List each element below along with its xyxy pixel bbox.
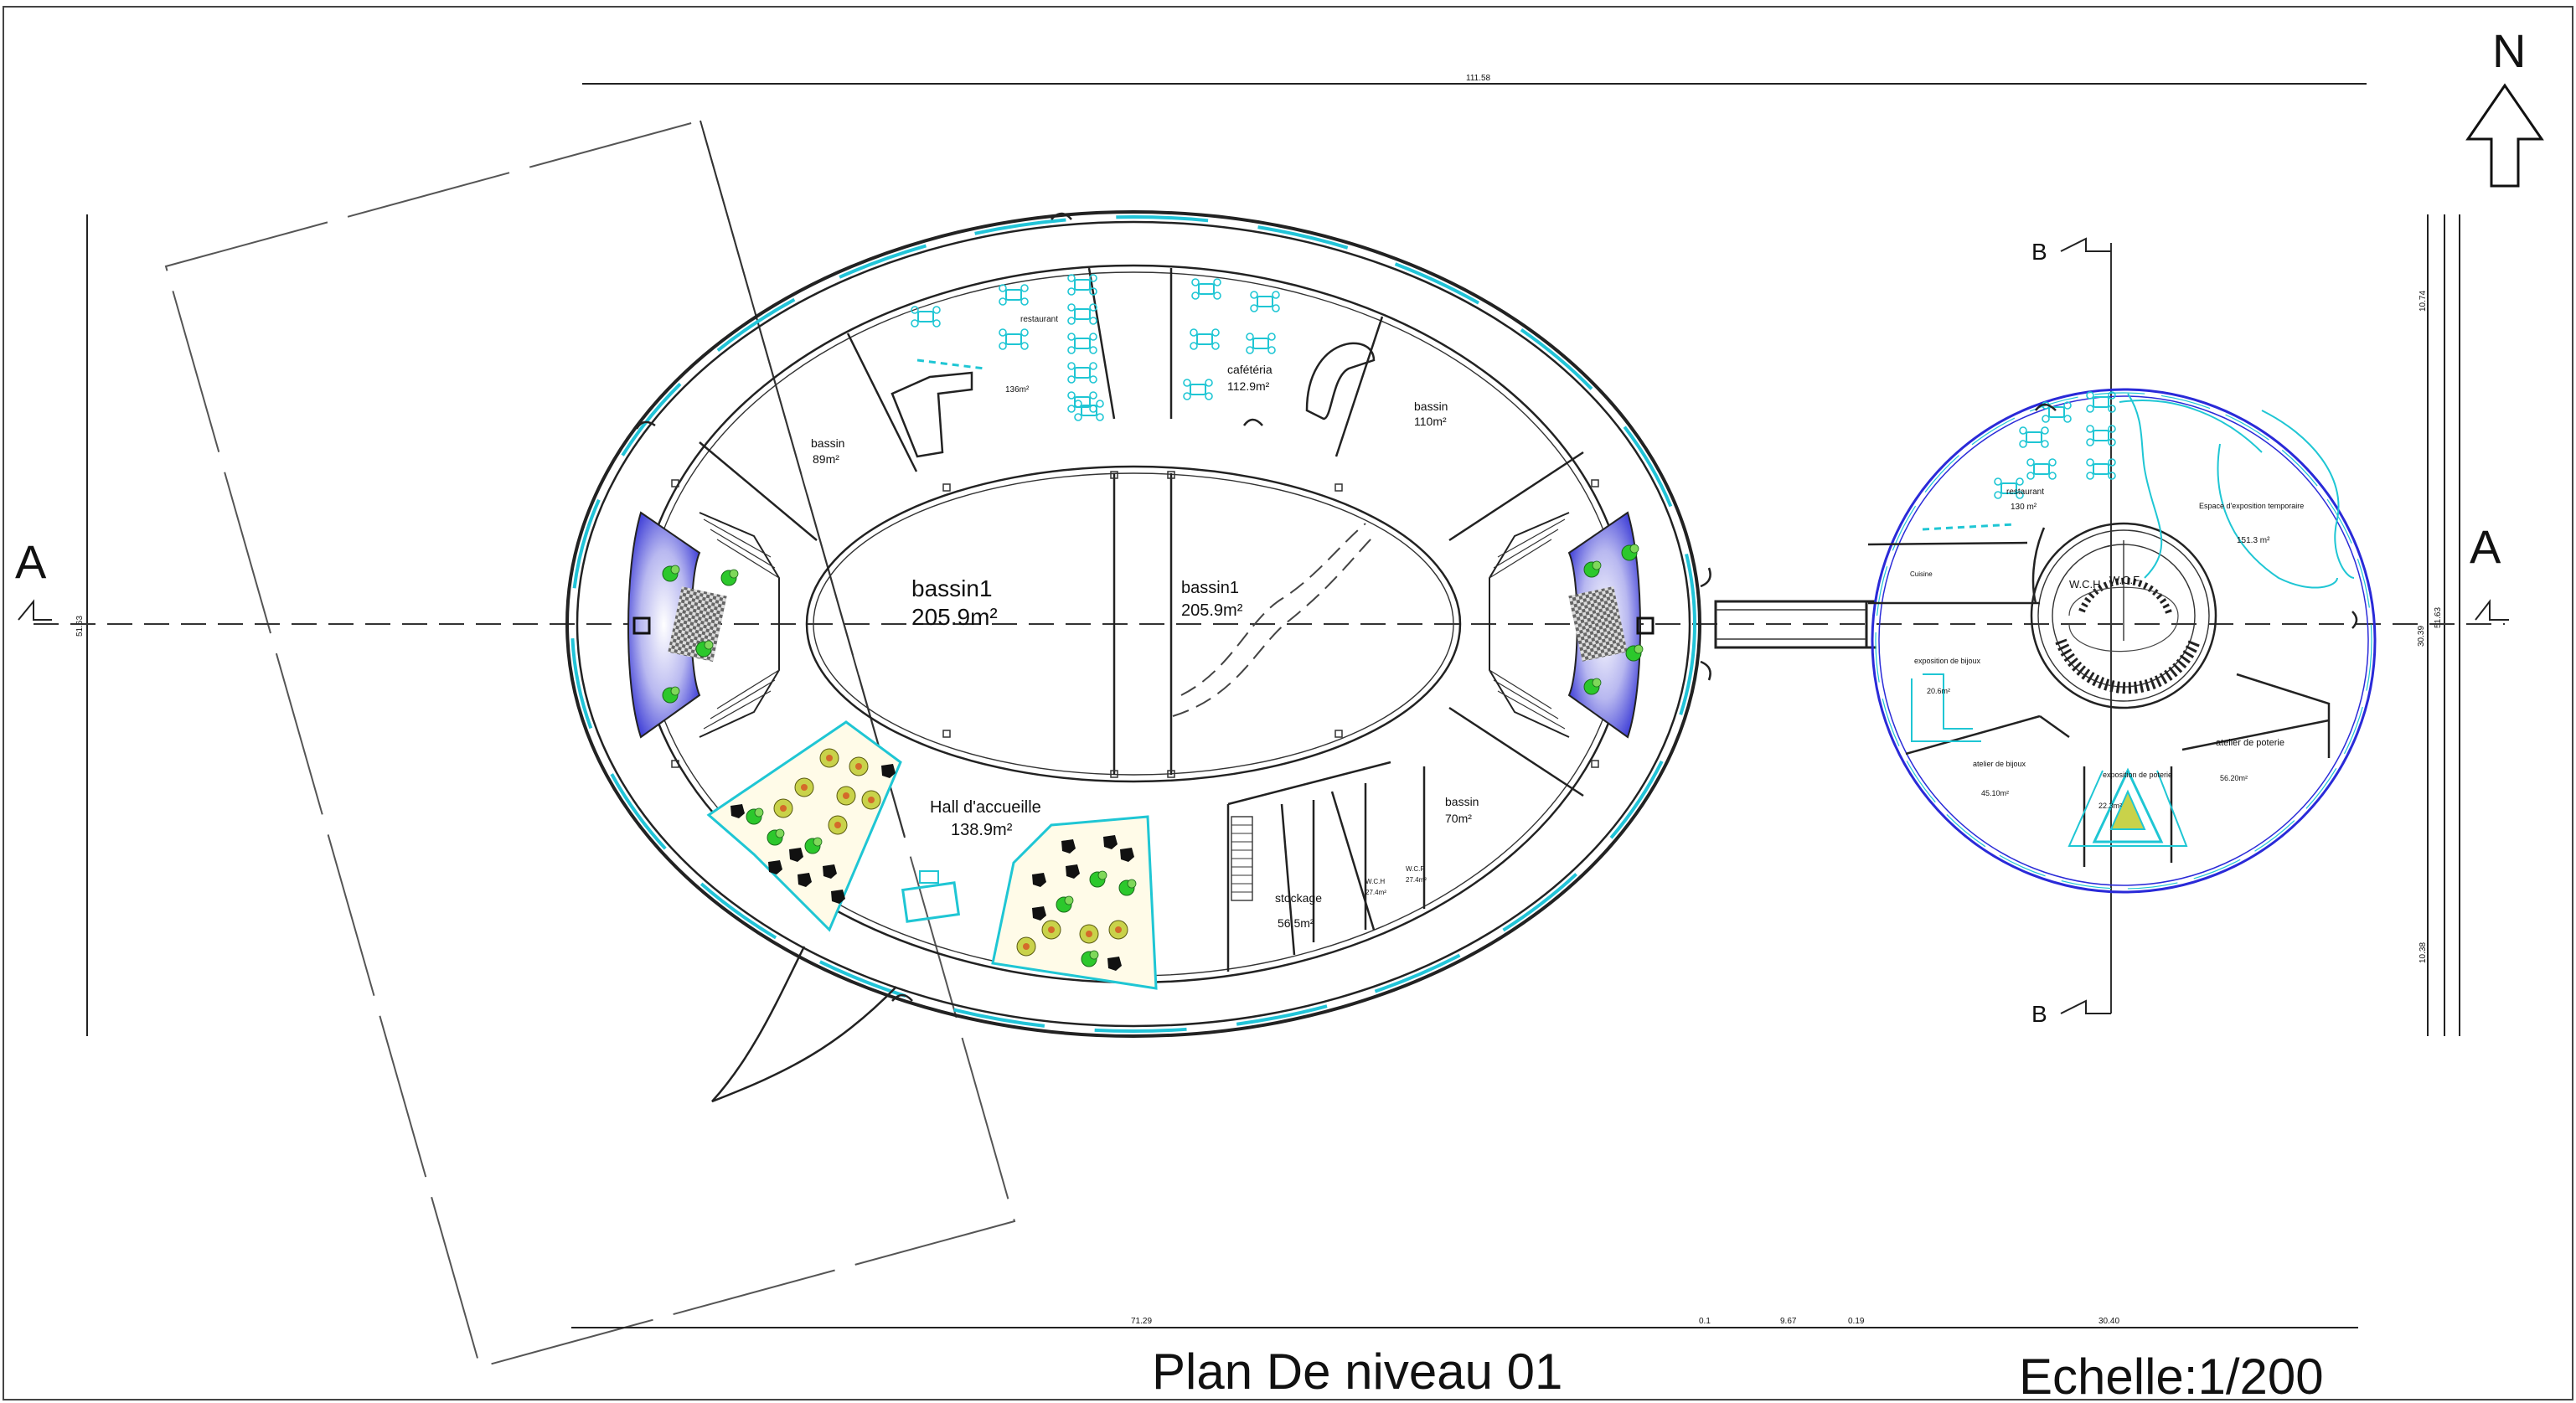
bassin-west-name: bassin [811,436,844,450]
dim-right-top: 10.74 [2419,291,2428,312]
wc-h-area: 27.4m² [1365,889,1386,896]
annex-bijoux-expo-area: 20.6m² [1927,687,1950,695]
svg-text:A: A [15,535,47,588]
wc-f-area: 27.4m² [1406,876,1427,884]
dim-bottom-link: 9.67 [1780,1317,1797,1326]
stockage-stair [1231,816,1253,901]
drawing-title: Plan De niveau 01 [1152,1344,1562,1400]
restaurant-area: 136m² [1005,385,1030,395]
drawing-scale: Echelle:1/200 [2019,1349,2324,1403]
cafeteria-area: 112.9m² [1227,379,1270,393]
walkway [1714,600,1877,649]
page-frame [3,6,2573,1400]
north-arrow: N [2465,24,2544,188]
dim-right-bottom: 10.38 [2419,942,2428,963]
hall-name: Hall d'accueille [930,798,1041,817]
dim-bottom-gap1: 0.1 [1699,1317,1711,1326]
annex-expo-temp-name: Espace d'exposition temporaire [2199,502,2304,510]
annex-bijoux-expo-name: exposition de bijoux [1914,657,1981,665]
wc-h-name: W.C.H [1365,878,1385,885]
dim-bottom-gap2: 0.19 [1848,1317,1865,1326]
annex-cuisine: Cuisine [1910,570,1933,578]
annex-poterie-expo-name: exposition de poterie [2103,771,2172,779]
svg-text:N: N [2492,24,2526,77]
hall-planter-west [706,720,902,932]
reception-desk [901,870,961,923]
dim-top: 111.58 [1466,74,1491,83]
bassin1-left-area: 205.9m² [911,604,998,630]
bassin-west-area: 89m² [813,452,839,466]
annex-restaurant-area: 130 m² [2011,503,2037,512]
door-swings [635,212,1711,1002]
svg-text:B: B [2031,1001,2047,1027]
stockage-name: stockage [1275,891,1322,905]
restaurant-name: restaurant [1020,315,1058,324]
annex-wc-h: W.C.H [2069,578,2101,591]
hall-area: 138.9m² [951,821,1013,839]
annex-poterie-expo-area: 22.3m² [2098,802,2122,810]
dim-bottom-right: 30.40 [2098,1317,2119,1326]
bassin-northeast-area: 110m² [1414,415,1447,428]
hall-planter-east [991,815,1158,990]
annex-poterie-atelier-area: 56.20m² [2220,774,2248,782]
annex-building [1867,388,2377,894]
annex-bijoux-atelier-name: atelier de bijoux [1973,760,2026,768]
annex-poterie-atelier-name: atelier de poterie [2216,738,2284,748]
dim-bottom-main: 71.29 [1131,1317,1152,1326]
bassin-southeast-name: bassin [1445,795,1479,808]
annex-bijoux-atelier-area: 45.10m² [1981,789,2009,797]
site-diagonal [699,120,906,838]
bassin1-left-name: bassin1 [911,575,993,601]
bassin-southeast-area: 70m² [1445,812,1472,825]
section-mark-b-bottom: B [2031,999,2111,1027]
bassin-northeast-name: bassin [1414,400,1448,413]
section-mark-b-top: B [2031,237,2111,265]
annex-expo-temp-area: 151.3 m² [2237,536,2270,545]
svg-text:A: A [2470,520,2501,573]
section-mark-a-left: A [15,535,52,621]
cafeteria-name: cafétéria [1227,363,1273,376]
dim-left-mid: 51.63 [75,616,85,637]
bassin1-right-name: bassin1 [1181,579,1239,597]
dim-right-mid1: 30.39 [2417,626,2426,647]
stockage-area: 56.5m² [1278,916,1314,930]
site-outline [164,119,1016,1369]
annex-restaurant-name: restaurant [2006,487,2044,497]
svg-text:B: B [2031,239,2047,265]
lobby-east [1489,511,1655,739]
dim-right-mid2: 51.63 [2434,607,2443,628]
bassin1-right-area: 205.9m² [1181,601,1243,620]
section-mark-a-right: A [2470,520,2509,621]
restaurant-tables [911,274,1104,421]
annex-wc-f: W.C.F [2109,574,2140,586]
wc-f-name: W.C.F [1406,865,1424,873]
dimension-lines [86,83,2460,1328]
lobby-west [627,511,780,739]
